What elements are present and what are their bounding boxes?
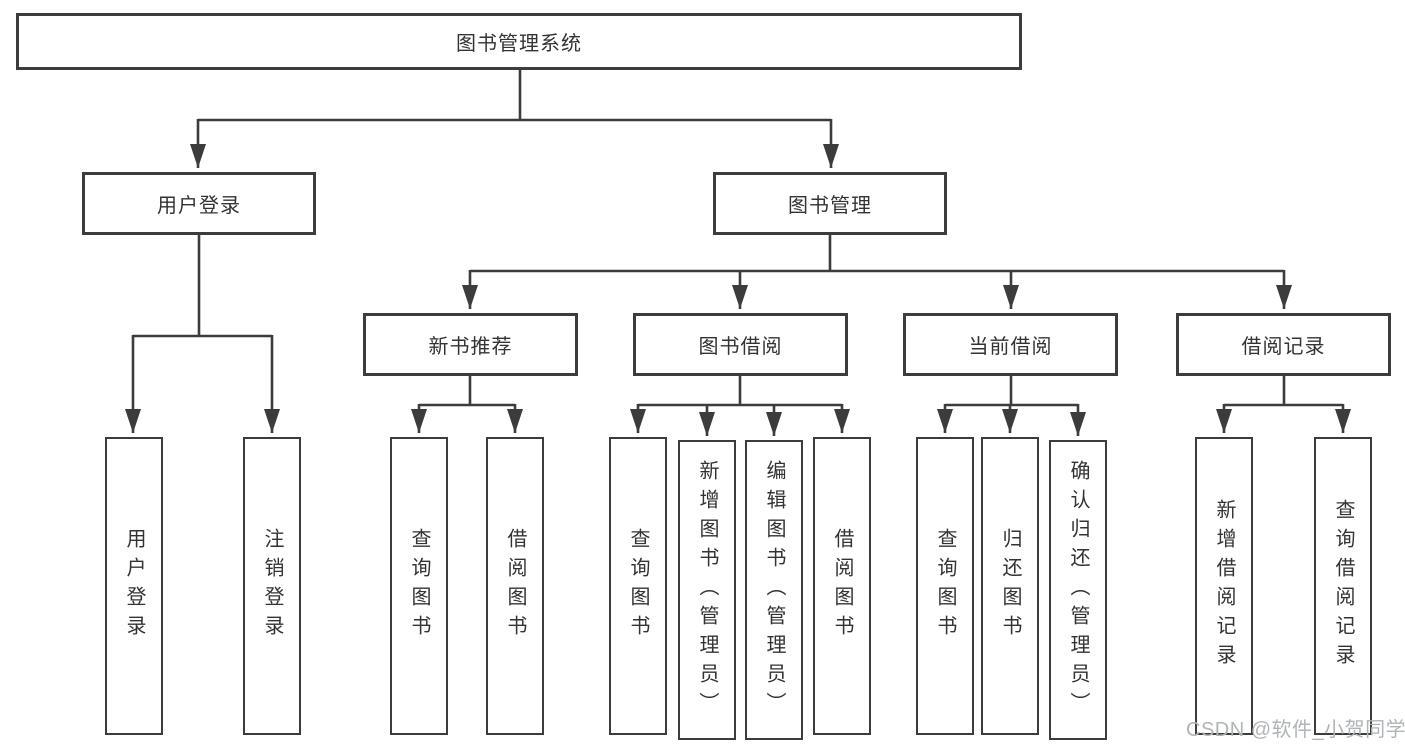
leaf-label: 查询图书 xyxy=(627,528,649,644)
leaf-label: 确认归还（管理员） xyxy=(1067,459,1089,721)
leaf-label: 编辑图书（管理员） xyxy=(763,459,785,721)
node-book-borrow: 图书借阅 xyxy=(633,313,848,376)
leaf-user-login: 用户登录 xyxy=(105,437,163,735)
leaf-label: 用户登录 xyxy=(123,528,145,644)
leaf-logout: 注销登录 xyxy=(243,437,301,735)
leaf-query-books-2: 查询图书 xyxy=(609,437,667,735)
leaf-label: 注销登录 xyxy=(261,528,283,644)
node-borrow-records: 借阅记录 xyxy=(1176,313,1391,376)
leaf-query-books-3: 查询图书 xyxy=(916,437,974,735)
leaf-add-book-admin: 新增图书（管理员） xyxy=(678,440,736,740)
node-user-login: 用户登录 xyxy=(82,172,316,235)
node-book-management: 图书管理 xyxy=(713,172,947,235)
node-new-book-recommend: 新书推荐 xyxy=(363,313,578,376)
leaf-borrow-books-2: 借阅图书 xyxy=(813,437,871,735)
leaf-label: 借阅图书 xyxy=(831,528,853,644)
leaf-label: 查询图书 xyxy=(408,528,430,644)
leaf-label: 新增借阅记录 xyxy=(1213,499,1235,673)
csdn-watermark: CSDN @软件_小贺同学 xyxy=(1186,719,1405,741)
leaf-query-books-1: 查询图书 xyxy=(390,437,448,735)
leaf-confirm-return-admin: 确认归还（管理员） xyxy=(1049,440,1107,740)
leaf-label: 借阅图书 xyxy=(504,528,526,644)
leaf-label: 查询借阅记录 xyxy=(1332,499,1354,673)
leaf-label: 归还图书 xyxy=(999,528,1021,644)
leaf-query-borrow-record: 查询借阅记录 xyxy=(1314,437,1372,735)
leaf-borrow-books-1: 借阅图书 xyxy=(486,437,544,735)
leaf-label: 查询图书 xyxy=(934,528,956,644)
leaf-return-book: 归还图书 xyxy=(981,437,1039,735)
node-root: 图书管理系统 xyxy=(16,13,1022,70)
leaf-label: 新增图书（管理员） xyxy=(696,459,718,721)
leaf-add-borrow-record: 新增借阅记录 xyxy=(1195,437,1253,735)
node-current-borrow: 当前借阅 xyxy=(903,313,1118,376)
leaf-edit-book-admin: 编辑图书（管理员） xyxy=(745,440,803,740)
